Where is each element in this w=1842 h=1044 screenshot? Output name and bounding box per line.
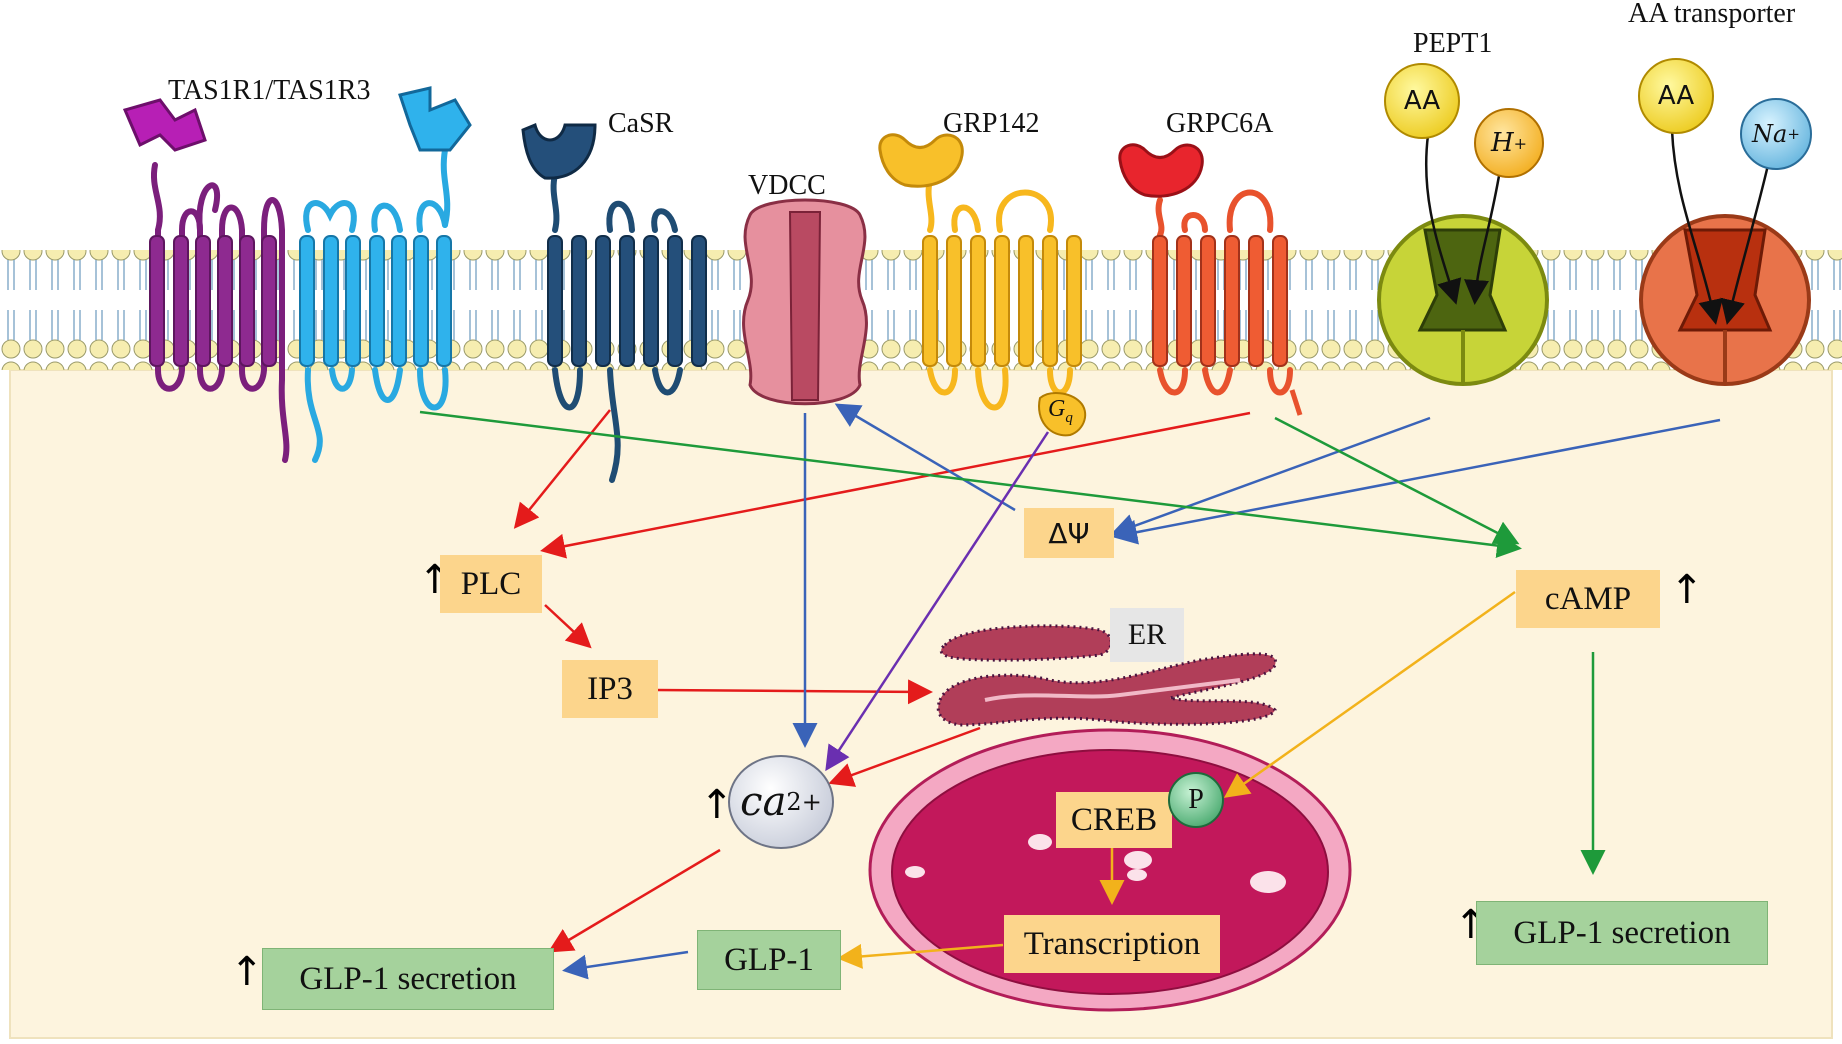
glp1-box: GLP-1 (697, 930, 841, 990)
secretion-left-up-arrow: ↑ (230, 949, 264, 995)
delta-psi-to-vdcc-arrow (834, 403, 1016, 512)
er-label: ER (1110, 608, 1184, 662)
vdcc-label: VDCC (748, 170, 826, 201)
delta-psi-box: ΔΨ (1024, 508, 1114, 558)
grp142-receptor (878, 133, 1087, 437)
grpc6a-label: GRPC6A (1166, 108, 1274, 139)
casr-receptor (521, 122, 707, 483)
aa-transporter-label: AA transporter (1628, 0, 1796, 29)
grp142-label: GRP142 (943, 108, 1040, 139)
grpc6a-receptor (1118, 143, 1303, 416)
glp1-secretion-left-box: GLP-1 secretion (262, 948, 554, 1010)
transcription-box: Transcription (1004, 915, 1220, 973)
gq-to-calcium-arrow (825, 431, 1050, 772)
casr-to-plc-arrow (513, 409, 611, 529)
phosphate-p: P (1168, 772, 1224, 828)
aa-ion-pept1: AA (1384, 63, 1460, 139)
gq-label: Gq (1048, 396, 1073, 426)
camp-up-arrow: ↑ (1670, 567, 1704, 613)
aa-transporter (1639, 214, 1811, 386)
creb-box: CREB (1056, 792, 1172, 848)
glp1-to-secretion-arrow (562, 950, 689, 980)
camp-to-creb-arrow (1223, 590, 1516, 798)
plc-box: PLC (440, 555, 542, 613)
tas1r-to-camp-arrow (419, 410, 1522, 558)
na-ion: Na+ (1740, 98, 1812, 170)
plc-to-ip3-arrow (544, 604, 592, 649)
pept1-label: PEPT1 (1413, 28, 1493, 59)
er-to-calcium-arrow (828, 726, 981, 787)
aa-transporter-to-delta-psi-arrow (1112, 418, 1721, 545)
grpc6a-to-camp-arrow (1274, 416, 1520, 545)
tas1r3-receptor (299, 86, 472, 463)
ip3-box: IP3 (562, 660, 658, 718)
endoplasmic-reticulum (936, 624, 1277, 727)
aa-uptake-arrow-transporter (1670, 129, 1724, 325)
casr-label: CaSR (608, 108, 674, 139)
aa-uptake-arrow-pept1 (1424, 134, 1462, 305)
h-uptake-arrow (1464, 169, 1502, 305)
transcription-to-glp1-arrow (837, 943, 1004, 969)
glp1-secretion-right-box: GLP-1 secretion (1476, 901, 1768, 965)
calcium-up-arrow: ↑ (700, 782, 734, 828)
pept1-transporter (1377, 214, 1549, 386)
gq-protein (1038, 392, 1087, 437)
tas1r-label: TAS1R1/TAS1R3 (168, 75, 371, 106)
aa-ion-transporter: AA (1638, 58, 1714, 134)
na-uptake-arrow (1720, 164, 1770, 325)
pept1-to-delta-psi-arrow (1110, 416, 1431, 538)
h-ion: H+ (1474, 108, 1544, 178)
calcium-to-secretion-arrow (547, 848, 721, 953)
grpc6a-to-plc-arrow (540, 411, 1251, 559)
vdcc-channel (742, 198, 868, 406)
camp-box: cAMP (1516, 570, 1660, 628)
tas1r1-receptor (122, 98, 290, 463)
ip3-to-er-arrow (654, 679, 933, 705)
